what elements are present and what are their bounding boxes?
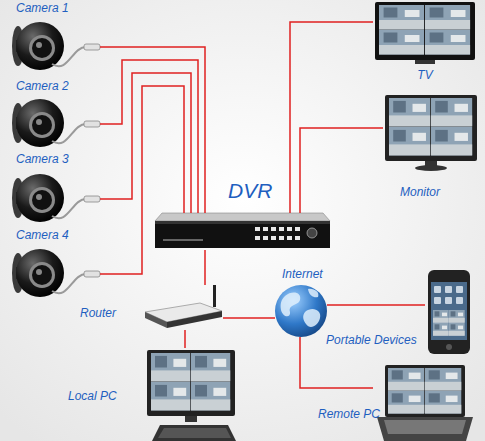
camera-node: Camera 1 [8,18,100,72]
cable-line [100,60,198,213]
cable-line [100,73,191,213]
device-label: Portable Devices [326,333,417,348]
portable-node: Portable Devices [425,268,473,356]
internet-node: Internet [275,285,327,337]
camera-node: Camera 2 [8,95,100,149]
device-label: Camera 1 [16,1,69,16]
device-label: Remote PC [318,407,380,422]
device-label: Router [80,306,116,321]
remote-pc-node: Remote PC [373,362,478,441]
cable-line [184,330,186,348]
dvr-node: DVR [155,213,330,250]
cable-line [327,304,425,306]
device-label: Internet [282,267,323,282]
router-node: Router [143,285,223,330]
monitor-node: Monitor [383,93,479,170]
cable-line [100,47,205,213]
tv-node: TV [373,2,477,64]
camera-node: Camera 3 [8,170,100,224]
device-label: Camera 2 [16,79,69,94]
cable-line [223,317,275,319]
device-label: Camera 4 [16,228,69,243]
device-label: Camera 3 [16,152,69,167]
device-label: DVR [228,179,272,203]
cable-line [204,250,206,285]
camera-node: Camera 4 [8,245,100,299]
device-label: Monitor [400,185,440,200]
cable-line [290,22,373,213]
device-label: Local PC [68,389,117,404]
local-pc-node: Local PC [145,348,237,441]
cable-line [100,86,184,274]
device-label: TV [373,68,477,83]
cable-line [300,128,383,213]
